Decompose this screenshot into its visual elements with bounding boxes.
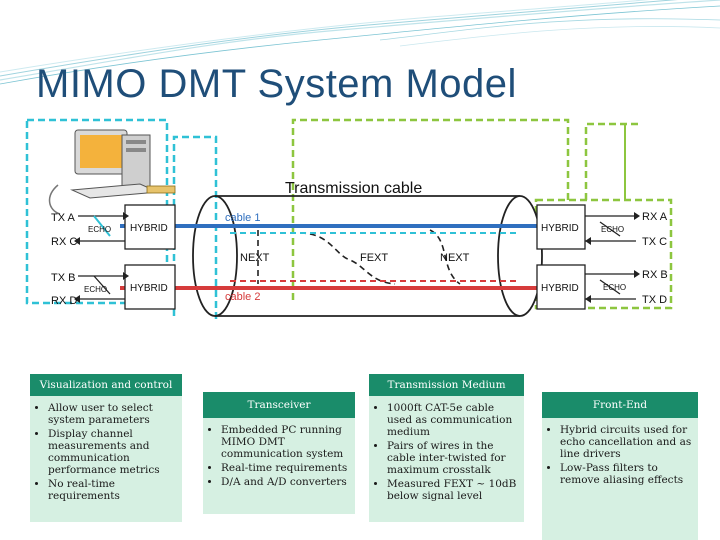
front-end-group-line — [584, 122, 640, 200]
hybrid-right-top-label: HYBRID — [541, 223, 579, 234]
background-waves — [0, 0, 720, 85]
panel-transmission-medium: Transmission Medium 1000ft CAT-5e cable … — [369, 374, 524, 522]
list-item: Display channel measurements and communi… — [48, 428, 176, 476]
hybrid-left-top-label: HYBRID — [130, 223, 168, 234]
hybrid-right-top-box — [536, 204, 586, 250]
panel-front-end: Front-End Hybrid circuits used for echo … — [542, 392, 698, 540]
fext-label: FEXT — [360, 252, 388, 264]
next-right-label: NEXT — [440, 252, 470, 264]
left-signal-lines — [74, 212, 129, 303]
list-item: D/A and A/D converters — [221, 476, 349, 488]
panel-visualization-body: Allow user to select system parameters D… — [30, 396, 182, 522]
computer-icon — [48, 129, 176, 215]
hybrid-left-bottom-box — [124, 264, 176, 310]
fext-path — [299, 232, 396, 285]
rx-c-label: RX C — [51, 236, 77, 248]
list-item: Embedded PC running MIMO DMT communicati… — [221, 424, 349, 460]
system-diagram: Transmission cable cable 1 cable 2 NEXT … — [25, 118, 673, 320]
list-item: Hybrid circuits used for echo cancellati… — [560, 424, 692, 460]
panel-transceiver-title: Transceiver — [203, 392, 355, 418]
hybrid-right-bottom-label: HYBRID — [541, 283, 579, 294]
transmission-medium-group-line — [291, 118, 570, 300]
transmission-cable-label: Transmission cable — [285, 180, 422, 197]
panel-transceiver-body: Embedded PC running MIMO DMT communicati… — [203, 418, 355, 514]
panel-visualization: Visualization and control Allow user to … — [30, 374, 182, 522]
panel-visualization-title: Visualization and control — [30, 374, 182, 396]
panel-transmission-medium-body: 1000ft CAT-5e cable used as communicatio… — [369, 396, 524, 522]
panel-front-end-body: Hybrid circuits used for echo cancellati… — [542, 418, 698, 540]
next-left-label: NEXT — [240, 252, 270, 264]
panel-transmission-medium-title: Transmission Medium — [369, 374, 524, 396]
tx-d-label: TX D — [642, 294, 667, 306]
panel-front-end-title: Front-End — [542, 392, 698, 418]
list-item: Low-Pass filters to remove aliasing effe… — [560, 462, 692, 486]
echo-right-top-label: ECHO — [601, 225, 624, 234]
list-item: 1000ft CAT-5e cable used as communicatio… — [387, 402, 518, 438]
list-item: Measured FEXT ~ 10dB below signal level — [387, 478, 518, 502]
list-item: Allow user to select system parameters — [48, 402, 176, 426]
tx-c-label: TX C — [642, 236, 667, 248]
cable-1-label: cable 1 — [225, 212, 260, 224]
right-signal-lines — [585, 212, 640, 303]
rx-a-label: RX A — [642, 211, 668, 223]
rx-d-label: RX D — [51, 295, 77, 307]
echo-left-bottom-label: ECHO — [84, 285, 107, 294]
tx-b-label: TX B — [51, 272, 75, 284]
rx-b-label: RX B — [642, 269, 668, 281]
cable-2-label: cable 2 — [225, 291, 260, 303]
list-item: Pairs of wires in the cable inter-twiste… — [387, 440, 518, 476]
hybrid-left-top-box — [124, 204, 176, 250]
hybrid-left-bottom-label: HYBRID — [130, 283, 168, 294]
echo-left-top-label: ECHO — [88, 225, 111, 234]
slide-title: MIMO DMT System Model — [36, 62, 517, 106]
list-item: Real-time requirements — [221, 462, 349, 474]
list-item: No real-time requirements — [48, 478, 176, 502]
echo-right-bottom-label: ECHO — [603, 283, 626, 292]
panel-transceiver: Transceiver Embedded PC running MIMO DMT… — [203, 392, 355, 514]
tx-a-label: TX A — [51, 212, 76, 224]
hybrid-right-bottom-box — [536, 264, 586, 310]
